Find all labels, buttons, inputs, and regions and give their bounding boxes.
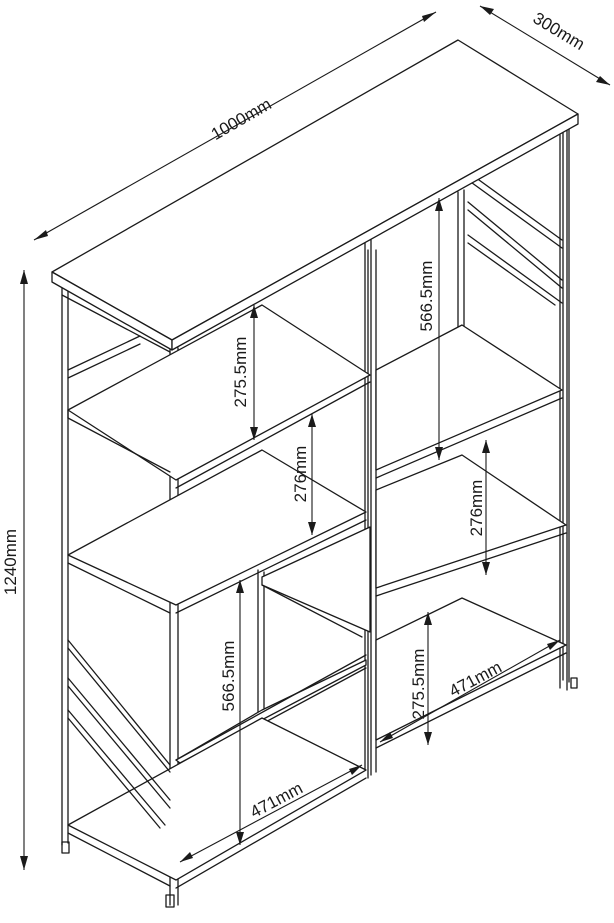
- shelf-bottom: [67, 717, 367, 889]
- label-width: 1000mm: [208, 94, 275, 144]
- label-lower-left-compartment: 566.5mm: [219, 641, 238, 712]
- shelf-middle-right: [375, 454, 567, 597]
- label-upper-left-compartment: 275.5mm: [231, 337, 250, 408]
- dimension-lines: [20, 5, 611, 870]
- shelf-structure: [51, 39, 579, 908]
- label-upper-right-compartment: 566.5mm: [417, 261, 436, 332]
- shelf-center-lower: [261, 526, 371, 638]
- shelf-lower-left: [175, 654, 367, 769]
- shelf-upper-right: [375, 324, 563, 479]
- label-lower-right-compartment: 275.5mm: [409, 649, 428, 720]
- label-middle-left-compartment: 276mm: [291, 446, 310, 503]
- label-middle-right-compartment: 276mm: [467, 480, 486, 537]
- label-height: 1240mm: [1, 529, 20, 595]
- label-depth: 300mm: [530, 9, 588, 54]
- shelf-middle-left: [67, 449, 367, 614]
- shelf-lower-right: [375, 597, 567, 749]
- shelf-upper-left: [67, 304, 371, 489]
- top-board: [51, 39, 579, 351]
- cross-braces-left: [67, 639, 171, 829]
- cross-braces-right: [467, 171, 563, 306]
- side-rails-left: [67, 335, 141, 379]
